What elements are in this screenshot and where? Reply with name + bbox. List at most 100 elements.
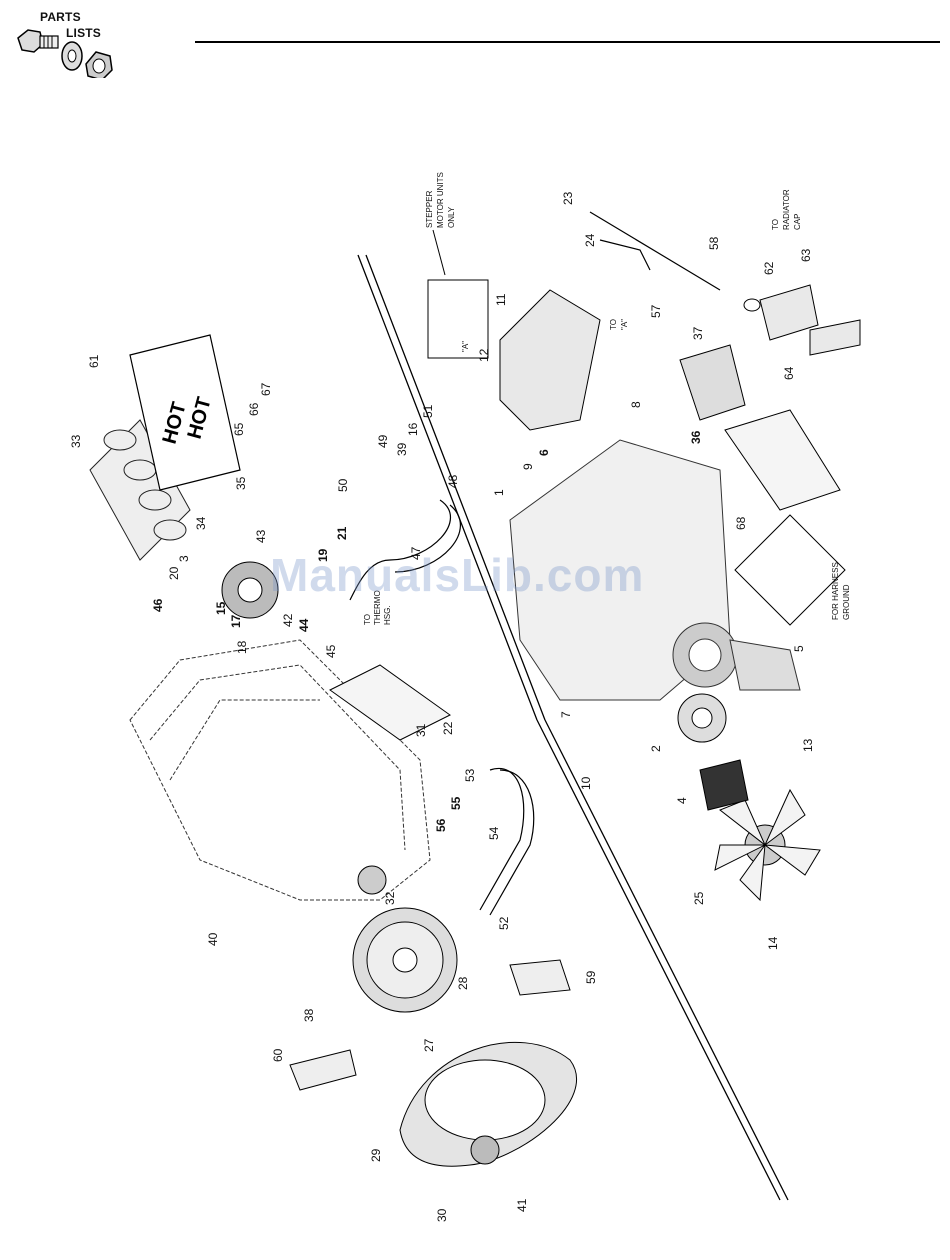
callout-21: 21 (335, 526, 349, 540)
callout-59: 59 (584, 970, 598, 984)
stepper-note-line1: STEPPER (425, 190, 434, 228)
callout-29: 29 (369, 1148, 383, 1162)
callout-46: 46 (151, 598, 165, 612)
callout-68: 68 (734, 516, 748, 530)
callout-34: 34 (194, 516, 208, 530)
bell-housing (399, 1041, 577, 1167)
harness-note: FOR HARNESS GROUND (831, 562, 851, 620)
to-a-note: TO "A" (609, 319, 629, 330)
callout-7: 7 (559, 711, 573, 718)
throttle-linkage (589, 211, 721, 291)
callout-11: 11 (494, 293, 508, 306)
callout-66: 66 (247, 402, 261, 416)
callout-24: 24 (583, 233, 597, 247)
callout-13: 13 (801, 738, 815, 752)
callout-39-a: 39 (395, 442, 409, 456)
callout-4: 4 (675, 797, 689, 804)
cooling-fan (677, 693, 821, 902)
callout-16-a: 16 (406, 422, 420, 436)
callout-49: 49 (376, 434, 390, 448)
starter-motor (679, 344, 746, 421)
radiator-note: TO RADIATOR CAP (771, 189, 802, 230)
thermo-note-line3: HSG. (383, 605, 392, 625)
callout-43: 43 (254, 529, 268, 543)
callout-8: 8 (629, 401, 643, 408)
callout-18-a: 18 (235, 640, 249, 654)
radiator-note-line1: TO (771, 219, 780, 230)
watermark: ManualsLib.com (270, 549, 645, 601)
callouts: 61 33 35 65 66 67 34 46 20 3 15 17 18 43… (69, 191, 815, 1222)
thermo-note: TO THERMO HSG. (363, 590, 392, 625)
callout-37: 37 (691, 326, 705, 340)
callout-60: 60 (271, 1048, 285, 1062)
callout-63: 63 (799, 248, 813, 262)
callout-44: 44 (297, 618, 311, 632)
to-a-line1: TO (609, 319, 618, 330)
callout-35: 35 (234, 476, 248, 490)
callout-67: 67 (259, 382, 273, 396)
callout-51: 51 (421, 404, 435, 418)
callout-33: 33 (69, 434, 83, 448)
callout-14: 14 (766, 936, 780, 950)
flywheel (352, 865, 458, 1013)
callout-30-a: 30 (435, 1208, 449, 1222)
thermo-note-line2: THERMO (373, 590, 382, 625)
harness-note-line2: GROUND (842, 584, 851, 620)
callout-25: 25 (692, 891, 706, 905)
callout-31: 31 (414, 723, 428, 737)
callout-56: 56 (434, 818, 448, 832)
stepper-note-line3: ONLY (447, 206, 456, 228)
logo-line-parts: PARTS (40, 10, 81, 24)
callout-27: 27 (422, 1038, 436, 1052)
stepper-note: STEPPER MOTOR UNITS ONLY (425, 172, 456, 228)
callout-54: 54 (487, 826, 501, 840)
callout-22-a: 22 (441, 721, 455, 735)
callout-36: 36 (689, 430, 703, 444)
callout-40: 40 (206, 932, 220, 946)
radiator-note-line2: RADIATOR (782, 189, 791, 230)
callout-50: 50 (336, 478, 350, 492)
callout-5: 5 (792, 645, 806, 652)
logo-line-lists: LISTS (66, 26, 102, 40)
callout-62: 62 (762, 261, 776, 275)
callout-42: 42 (281, 613, 295, 627)
harness-note-line1: FOR HARNESS (831, 562, 840, 620)
separator-lines (357, 254, 789, 1201)
intake-manifold (499, 289, 601, 431)
harness-ground-diamond (734, 514, 846, 626)
callout-6: 6 (537, 449, 551, 456)
callout-64: 64 (782, 366, 796, 380)
parts-lists-logo: PARTS LISTS (10, 8, 120, 81)
callout-45: 45 (324, 644, 338, 658)
callout-57: 57 (649, 304, 663, 318)
callout-10: 10 (579, 776, 593, 790)
callout-15-a: 15 (214, 601, 228, 615)
callout-55: 55 (449, 796, 463, 810)
callout-9: 9 (521, 463, 535, 470)
detail-a-label: "A" (461, 341, 470, 352)
left-engine-block (129, 639, 431, 901)
radiator-note-line3: CAP (793, 214, 802, 230)
to-a-line2: "A" (620, 319, 629, 330)
callout-23: 23 (561, 191, 575, 205)
callout-19-a: 19 (316, 548, 330, 562)
alternator (221, 561, 279, 619)
bolt-nut-washer-icon (17, 29, 113, 81)
callout-3-a: 3 (177, 555, 191, 562)
stepper-note-line2: MOTOR UNITS (436, 172, 445, 228)
callout-47: 47 (409, 546, 423, 560)
callout-65: 65 (232, 422, 246, 436)
callout-32: 32 (383, 891, 397, 905)
callout-52: 52 (497, 916, 511, 930)
callout-38-a: 38 (302, 1008, 316, 1022)
coolant-overflow-tank (743, 284, 861, 356)
heat-shield: HOT HOT (129, 334, 241, 491)
callout-58: 58 (707, 236, 721, 250)
brackets (329, 409, 841, 741)
stepper-detail-box: "A" (427, 229, 489, 359)
right-engine-block (509, 439, 801, 701)
callout-53: 53 (463, 768, 477, 782)
callout-28: 28 (456, 976, 470, 990)
callout-48: 48 (446, 474, 460, 488)
